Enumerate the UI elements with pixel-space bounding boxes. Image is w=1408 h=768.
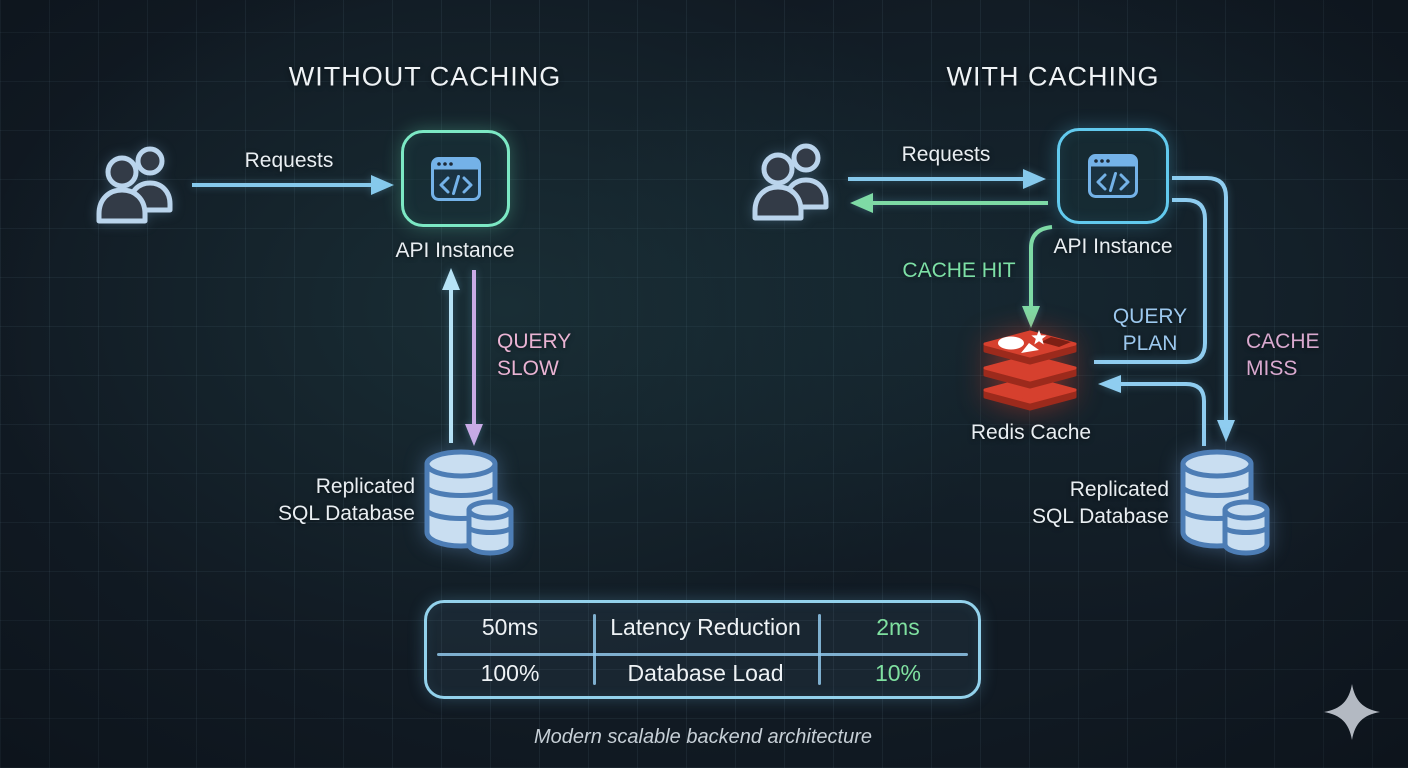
stat-load-without: 100% xyxy=(480,660,540,686)
right-response-arrow xyxy=(850,193,1048,213)
table-divider-horizontal xyxy=(437,653,968,656)
right-section-title: WITH CACHING xyxy=(946,61,1160,92)
api-browser-code-icon xyxy=(430,156,481,201)
stat-latency-with: 2ms xyxy=(876,613,920,640)
right-requests-arrow xyxy=(848,169,1046,189)
diagram-caption: Modern scalable backend architecture xyxy=(534,726,872,748)
right-api-instance-label: API Instance xyxy=(1053,235,1173,258)
cache-hit-path xyxy=(1022,225,1053,328)
users-icon xyxy=(96,146,173,224)
right-api-instance-box xyxy=(1057,128,1169,224)
left-query-down-arrow xyxy=(465,270,483,446)
stat-latency-without: 50ms xyxy=(481,613,539,640)
cache-miss-path xyxy=(1172,176,1235,442)
right-db-label: Replicated SQL Database xyxy=(1032,478,1169,528)
left-api-instance-label: API Instance xyxy=(395,239,515,262)
table-divider-right xyxy=(818,614,821,685)
cache-miss-label: CACHE MISS xyxy=(1246,330,1320,380)
table-divider-left xyxy=(593,614,596,685)
database-icon xyxy=(1180,449,1270,556)
query-slow-label: QUERY SLOW xyxy=(497,330,572,380)
redis-cache-icon xyxy=(983,330,1077,411)
left-query-up-arrow xyxy=(442,268,460,443)
stat-load-with: 10% xyxy=(874,660,922,686)
query-plan-path xyxy=(1094,198,1207,364)
redis-cache-label: Redis Cache xyxy=(970,421,1092,444)
users-icon xyxy=(752,143,829,221)
right-requests-label: Requests xyxy=(901,143,991,166)
stats-table: 50ms Latency Reduction 2ms 100% Database… xyxy=(424,600,981,699)
left-requests-label: Requests xyxy=(244,149,334,172)
cache-hit-label: CACHE HIT xyxy=(902,259,1016,282)
stat-latency-metric: Latency Reduction xyxy=(610,613,801,640)
db-to-redis-path xyxy=(1098,375,1206,446)
left-section-title: WITHOUT CACHING xyxy=(288,61,562,92)
database-icon xyxy=(424,449,514,556)
left-requests-arrow xyxy=(192,175,394,195)
query-plan-label: QUERY PLAN xyxy=(1112,305,1188,355)
stat-load-metric: Database Load xyxy=(627,660,784,686)
api-browser-code-icon xyxy=(1088,154,1138,198)
sparkle-icon xyxy=(1324,684,1380,740)
left-db-label: Replicated SQL Database xyxy=(278,475,415,525)
left-api-instance-box xyxy=(401,130,510,227)
